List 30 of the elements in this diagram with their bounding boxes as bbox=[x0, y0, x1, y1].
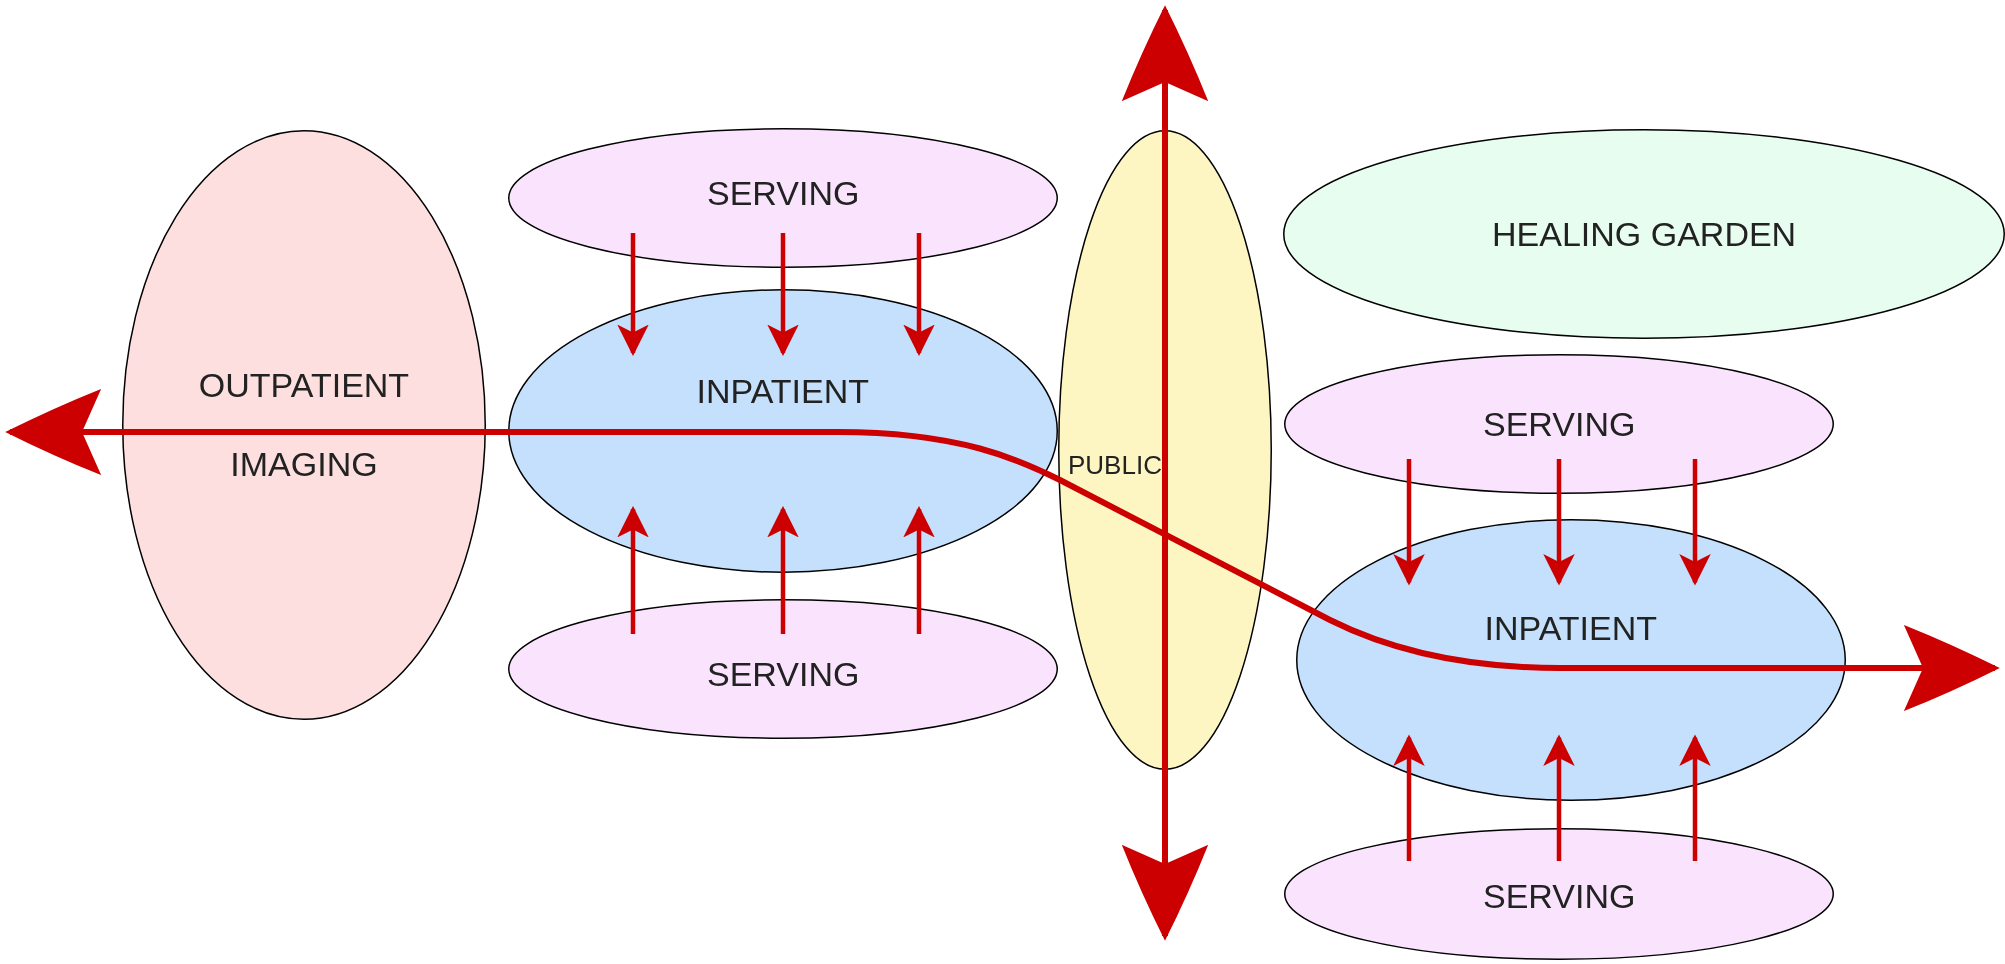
zone-label: SERVING bbox=[1483, 404, 1636, 444]
arrow bbox=[1393, 459, 1425, 586]
zone-ellipse bbox=[1284, 828, 1834, 960]
arrow bbox=[617, 505, 649, 634]
zone-ellipse bbox=[508, 128, 1058, 268]
zone-label: INPATIENT bbox=[1484, 608, 1658, 648]
arrow bbox=[1543, 459, 1575, 586]
zone-label: INPATIENT bbox=[696, 371, 870, 411]
zone-ellipse bbox=[122, 130, 486, 720]
zone-label: SERVING bbox=[707, 173, 860, 213]
zone-label: SERVING bbox=[1483, 876, 1636, 916]
zone-label: PUBLIC bbox=[1068, 449, 1162, 481]
zone-ellipse bbox=[1283, 129, 2005, 339]
arrow bbox=[903, 505, 935, 634]
zone-label: OUTPATIENT IMAGING bbox=[197, 365, 411, 485]
zone-label: HEALING GARDEN bbox=[1492, 214, 1797, 254]
arrow bbox=[767, 233, 799, 357]
arrow bbox=[1543, 734, 1575, 861]
arrow bbox=[1393, 734, 1425, 861]
zone-ellipse bbox=[1284, 354, 1834, 494]
arrow bbox=[767, 505, 799, 634]
zone-ellipse bbox=[1058, 130, 1272, 770]
arrow bbox=[1679, 459, 1711, 586]
zone-ellipse bbox=[1296, 519, 1846, 801]
zone-label: SERVING bbox=[707, 654, 860, 694]
zone-ellipse bbox=[508, 599, 1058, 739]
arrow bbox=[1679, 734, 1711, 861]
zone-ellipse bbox=[508, 289, 1058, 573]
arrow bbox=[617, 233, 649, 357]
arrow bbox=[903, 233, 935, 357]
